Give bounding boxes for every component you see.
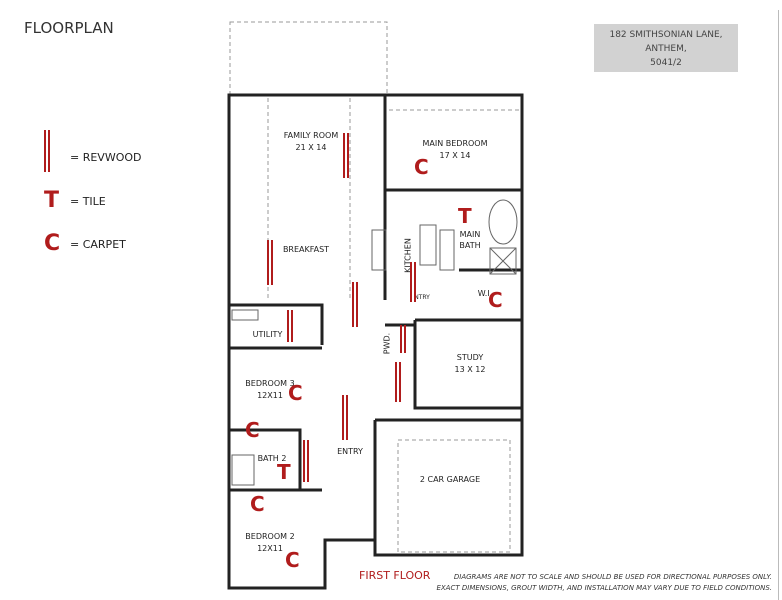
pantry-label: NTRY: [414, 294, 430, 301]
carpet-marker: C: [285, 548, 300, 572]
floor-label: FIRST FLOOR: [359, 569, 431, 582]
revwood-marker: [395, 362, 401, 402]
bath2-label: BATH 2: [257, 454, 287, 463]
carpet-marker: C: [488, 288, 503, 312]
address-line: ANTHEM,: [645, 44, 687, 54]
revwood-marker: [287, 310, 293, 342]
bedroom3-size: 12X11: [257, 391, 283, 400]
tile-marker: T: [277, 460, 291, 484]
revwood-marker: [410, 262, 416, 302]
revwood-marker: [303, 440, 309, 482]
family-room-size: 21 X 14: [295, 143, 327, 152]
tile-legend-icon: T: [44, 188, 60, 213]
breakfast-label: BREAKFAST: [282, 245, 330, 254]
revwood-marker: [352, 282, 358, 327]
disclaimer-line: DIAGRAMS ARE NOT TO SCALE AND SHOULD BE …: [453, 573, 772, 581]
main-bedroom-label: MAIN BEDROOM: [422, 139, 488, 148]
utility-label: UTILITY: [252, 330, 283, 339]
main-bedroom-size: 17 X 14: [439, 151, 471, 160]
main-bath-label: MAIN: [459, 230, 481, 239]
page-border: [778, 10, 779, 600]
carpet-marker: C: [288, 381, 303, 405]
disclaimer-line: EXACT DIMENSIONS, GROUT WIDTH, AND INSTA…: [436, 584, 772, 592]
main-bath-label-2: BATH: [459, 241, 481, 250]
legend-revwood: = REVWOOD: [70, 151, 142, 164]
legend-tile: = TILE: [70, 195, 106, 208]
page-title: FLOORPLAN: [24, 19, 114, 37]
pwd-label: PWD.: [382, 332, 392, 355]
carpet-marker: C: [245, 418, 260, 442]
disclaimer: DIAGRAMS ARE NOT TO SCALE AND SHOULD BE …: [436, 572, 772, 594]
revwood-marker: [267, 240, 273, 285]
address-box: 182 SMITHSONIAN LANE, ANTHEM, 5041/2: [594, 24, 738, 72]
family-room-label: FAMILY ROOM: [283, 131, 339, 140]
tile-marker: T: [458, 204, 472, 228]
garage-label: 2 CAR GARAGE: [419, 475, 481, 484]
carpet-marker: C: [414, 155, 429, 179]
bedroom3-label: BEDROOM 3: [245, 379, 295, 388]
legend-carpet: = CARPET: [70, 238, 126, 251]
revwood-marker: [342, 395, 348, 440]
carpet-marker: C: [250, 492, 265, 516]
entry-label: ENTRY: [337, 447, 363, 456]
address-line: 5041/2: [650, 58, 682, 68]
bedroom2-size: 12X11: [257, 544, 283, 553]
carpet-legend-icon: C: [44, 231, 61, 256]
wic-label: W.I.: [477, 289, 493, 298]
address-line: 182 SMITHSONIAN LANE,: [609, 30, 723, 40]
bedroom2-label: BEDROOM 2: [245, 532, 295, 541]
revwood-marker: [343, 133, 349, 178]
study-size: 13 X 12: [454, 365, 486, 374]
study-label: STUDY: [456, 353, 484, 362]
revwood-marker: [400, 325, 406, 353]
revwood-legend-icon: [44, 130, 50, 172]
